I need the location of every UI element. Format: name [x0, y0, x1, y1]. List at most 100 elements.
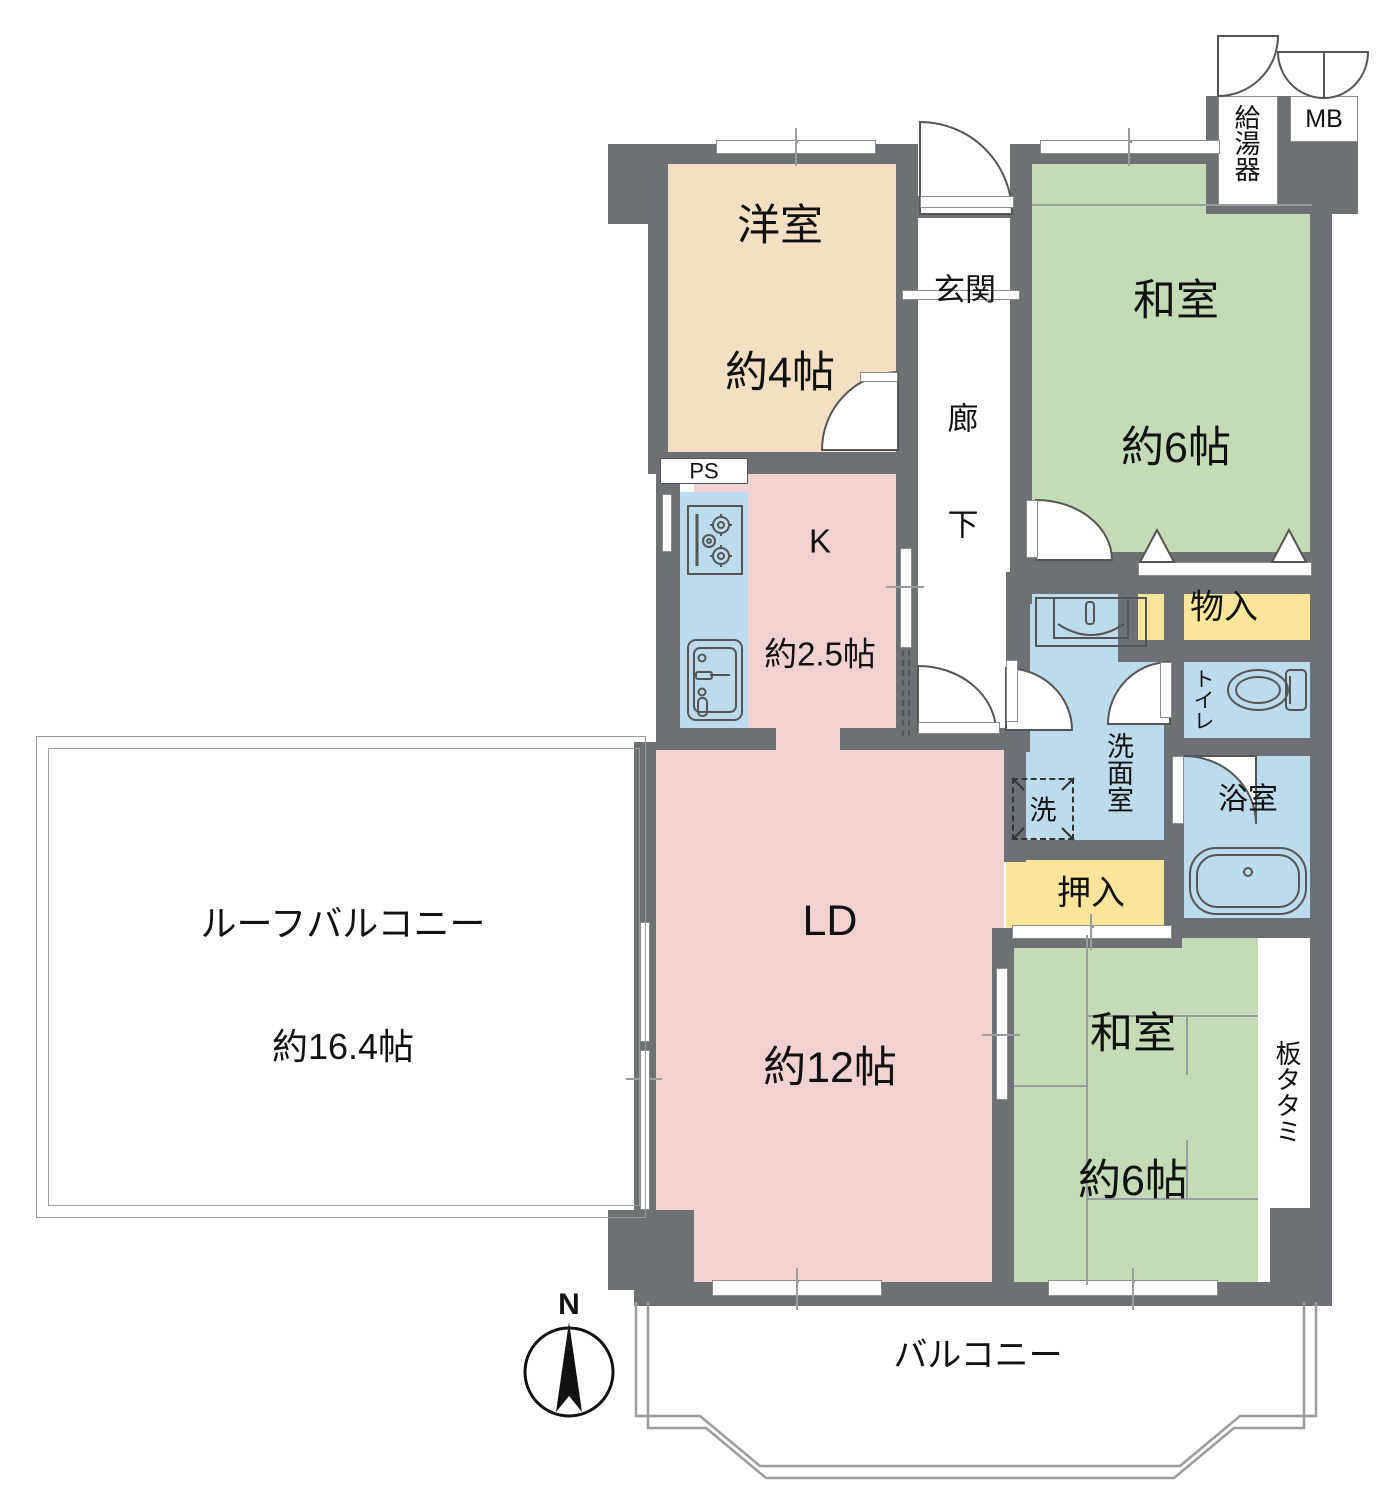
- ld-name: LD: [802, 896, 858, 945]
- wall-kitchen-bottom-left: [656, 728, 776, 750]
- room-fill-western-room-notch: [664, 200, 694, 454]
- ld-area: 約12帖: [763, 1044, 897, 1093]
- wall-washitsu-top-right: [1310, 144, 1332, 604]
- gas-stove-icon: [687, 505, 743, 575]
- washitsu-bottom-area: 約6帖: [1078, 1157, 1188, 1206]
- washitsu-top-name: 和室: [1133, 276, 1219, 325]
- door-leaf-bathroom[interactable]: [1172, 756, 1184, 824]
- roof-balcony-inner: [48, 748, 640, 1206]
- compass-label-n: N: [558, 1288, 580, 1321]
- label-entrance: 玄関: [934, 272, 996, 308]
- meter-box: [1290, 96, 1358, 142]
- label-ps: PS: [689, 458, 719, 484]
- label-washer: 洗: [1029, 795, 1057, 826]
- monoire-door-marker-right: [1270, 527, 1308, 563]
- window-washitsu-top-top[interactable]: [1040, 140, 1220, 154]
- tatami-seam-bot-h3: [1014, 1085, 1086, 1087]
- label-oshiire: 押入: [1057, 874, 1125, 913]
- tatami-seam-bot-h1: [1086, 1015, 1258, 1017]
- wall-ld-left-lower-block: [608, 1210, 694, 1290]
- washing-machine-icon: [1012, 778, 1074, 840]
- balcony-outline: [634, 1302, 1318, 1480]
- north-arrow-icon: [523, 1322, 615, 1418]
- label-corridor: 廊 下: [933, 331, 993, 614]
- corridor-line-1: 廊: [947, 401, 979, 437]
- wall-washroom-top: [1006, 572, 1326, 594]
- wall-western-room-right: [896, 144, 918, 474]
- room-fill-washitsu-top: [1032, 144, 1312, 574]
- monoire-door-marker-left: [1138, 527, 1176, 563]
- wall-west-outer-upper: [648, 144, 668, 474]
- label-monoire: 物入: [1190, 588, 1258, 627]
- sliding-door-tick-ld: [796, 1268, 798, 1310]
- tick-oshiire: [1090, 914, 1092, 950]
- door-washitsu-top-arc[interactable]: [1035, 498, 1114, 561]
- window-tick-washitsu-top: [1128, 128, 1130, 166]
- label-water-heater: 給湯器: [1231, 104, 1261, 182]
- label-mb: MB: [1305, 104, 1343, 133]
- dashed-opening-kitchen: [902, 650, 910, 736]
- door-bathroom-arc[interactable]: [1183, 755, 1257, 825]
- label-western-room: 洋室 約4帖: [660, 104, 900, 496]
- door-leaf-entrance[interactable]: [920, 196, 1014, 208]
- wall-washroom-bottom: [1006, 840, 1184, 860]
- wall-toilet-bottom: [1164, 738, 1332, 756]
- tatami-seam-bot-v3: [1186, 1140, 1188, 1200]
- window-tick-western-room: [795, 128, 797, 166]
- label-toilet: トイレ: [1191, 668, 1214, 731]
- water-heater-box: [1218, 96, 1278, 206]
- wall-monoire-bottom: [1118, 640, 1318, 662]
- label-ita-tatami: 板タタミ: [1272, 1040, 1302, 1144]
- door-toilet-arc[interactable]: [1106, 660, 1171, 725]
- door-leaf-toilet[interactable]: [1160, 662, 1172, 718]
- western-room-name: 洋室: [737, 201, 823, 250]
- tatami-seam-bot-v2: [1186, 1015, 1188, 1075]
- door-leaf-washroom[interactable]: [1006, 660, 1018, 722]
- wall-ita-tatami-step: [1270, 1208, 1332, 1288]
- sliding-door-tick-washitsu-bottom: [1132, 1268, 1134, 1310]
- corridor-line-2: 下: [947, 507, 979, 543]
- window-kitchen-left[interactable]: [662, 494, 672, 552]
- wall-bathroom-bottom: [1164, 918, 1332, 938]
- kitchen-area: 約2.5帖: [764, 635, 876, 673]
- toilet-icon: [1227, 669, 1307, 711]
- label-washroom: 洗面室: [1103, 732, 1133, 813]
- door-leaf-western-room[interactable]: [860, 372, 898, 382]
- door-washroom-arc[interactable]: [1005, 666, 1074, 731]
- meter-box-door-arc-left: [1276, 51, 1325, 100]
- tick-ld-washitsu-door: [982, 1034, 1020, 1036]
- washing-machine-corner-marks: [1011, 777, 1075, 841]
- roof-balcony-outer: [36, 736, 646, 1218]
- label-roof-balcony: ルーフバルコニー 約16.4帖: [83, 821, 603, 1149]
- label-balcony: バルコニー: [893, 1336, 1063, 1375]
- door-leaf-washitsu-top[interactable]: [1026, 500, 1038, 558]
- label-washitsu-top: 和室 約6帖: [1051, 179, 1301, 571]
- sliding-door-monoire[interactable]: [1138, 562, 1312, 576]
- vanity-sink-icon: [1035, 597, 1147, 647]
- roof-balcony-area: 約16.4帖: [271, 1026, 415, 1068]
- kitchen-sink-icon: [687, 639, 743, 721]
- roof-balcony-name: ルーフバルコニー: [200, 902, 486, 944]
- label-kitchen: K 約2.5帖: [730, 448, 910, 749]
- tatami-seam-bot-h2: [1086, 1198, 1258, 1200]
- sliding-door-oshiire[interactable]: [1012, 925, 1172, 939]
- room-fill-washitsu-bottom: [1014, 935, 1270, 1285]
- entrance-step-line: [902, 290, 1020, 300]
- kitchen-name: K: [808, 522, 831, 560]
- tatami-seam-top-1: [1032, 204, 1312, 206]
- washitsu-bottom-name: 和室: [1090, 1009, 1176, 1058]
- western-room-area: 約4帖: [725, 349, 835, 398]
- label-bathroom: 浴室: [1218, 782, 1278, 816]
- tick-kitchen-corridor-door: [886, 586, 924, 588]
- bathtub-icon: [1189, 847, 1307, 915]
- door-leaf-corridor-ld[interactable]: [918, 722, 1000, 734]
- tatami-seam-bot-v1: [1086, 935, 1088, 1285]
- label-washitsu-bottom: 和室 約6帖: [1008, 912, 1258, 1304]
- wall-bathroom-outer-right: [1310, 572, 1332, 936]
- washitsu-top-area: 約6帖: [1121, 424, 1231, 473]
- label-ld: LD 約12帖: [705, 799, 955, 1191]
- water-heater-door-arc: [1217, 35, 1280, 98]
- sliding-door-kitchen-to-corridor[interactable]: [900, 548, 912, 648]
- room-fill-ld: [656, 742, 1004, 1282]
